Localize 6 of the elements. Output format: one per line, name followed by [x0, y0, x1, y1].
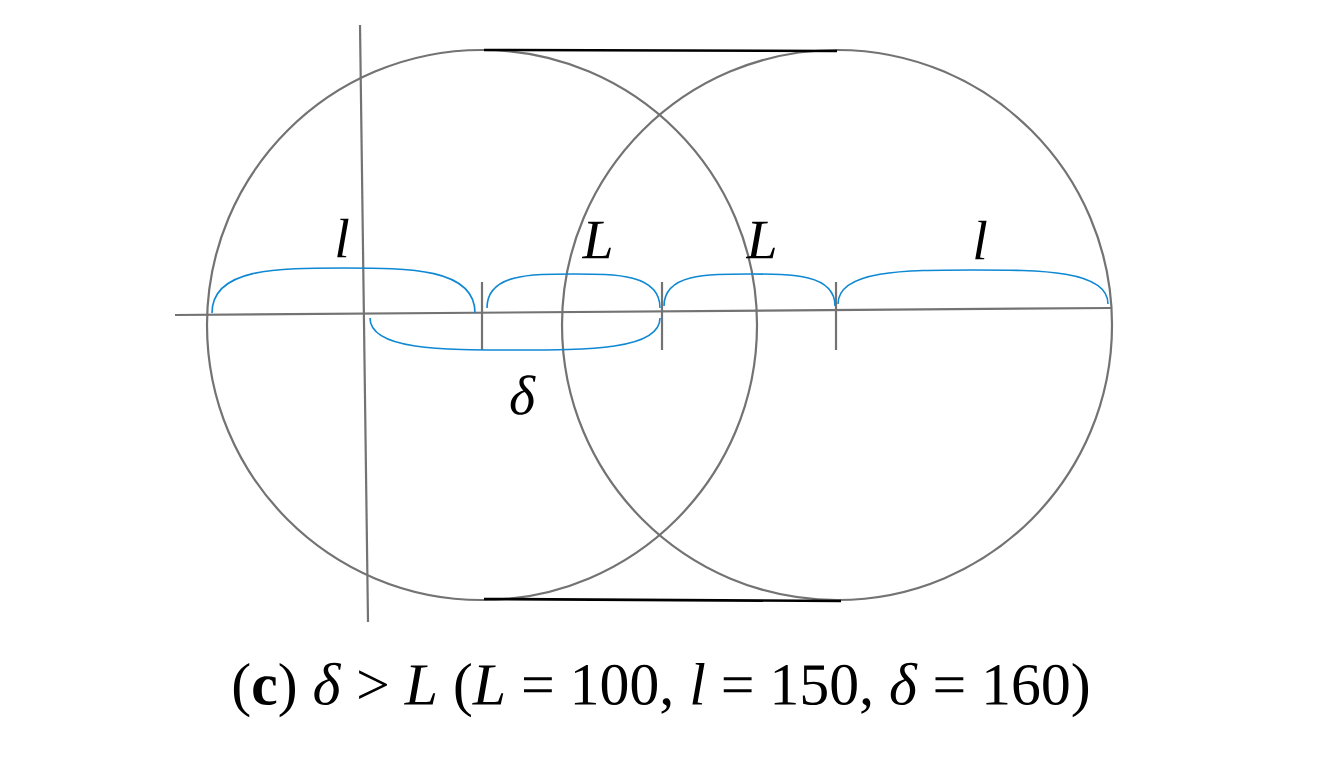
dimension-label: L — [745, 221, 775, 259]
dimension-label: l — [975, 220, 987, 260]
dimension-label: δ — [510, 375, 536, 415]
dimension-label: l — [337, 218, 349, 258]
dimension-label: L — [581, 221, 611, 259]
caption: (c) δ > L (L = 100, l = 150, δ = 160) — [233, 662, 1089, 718]
